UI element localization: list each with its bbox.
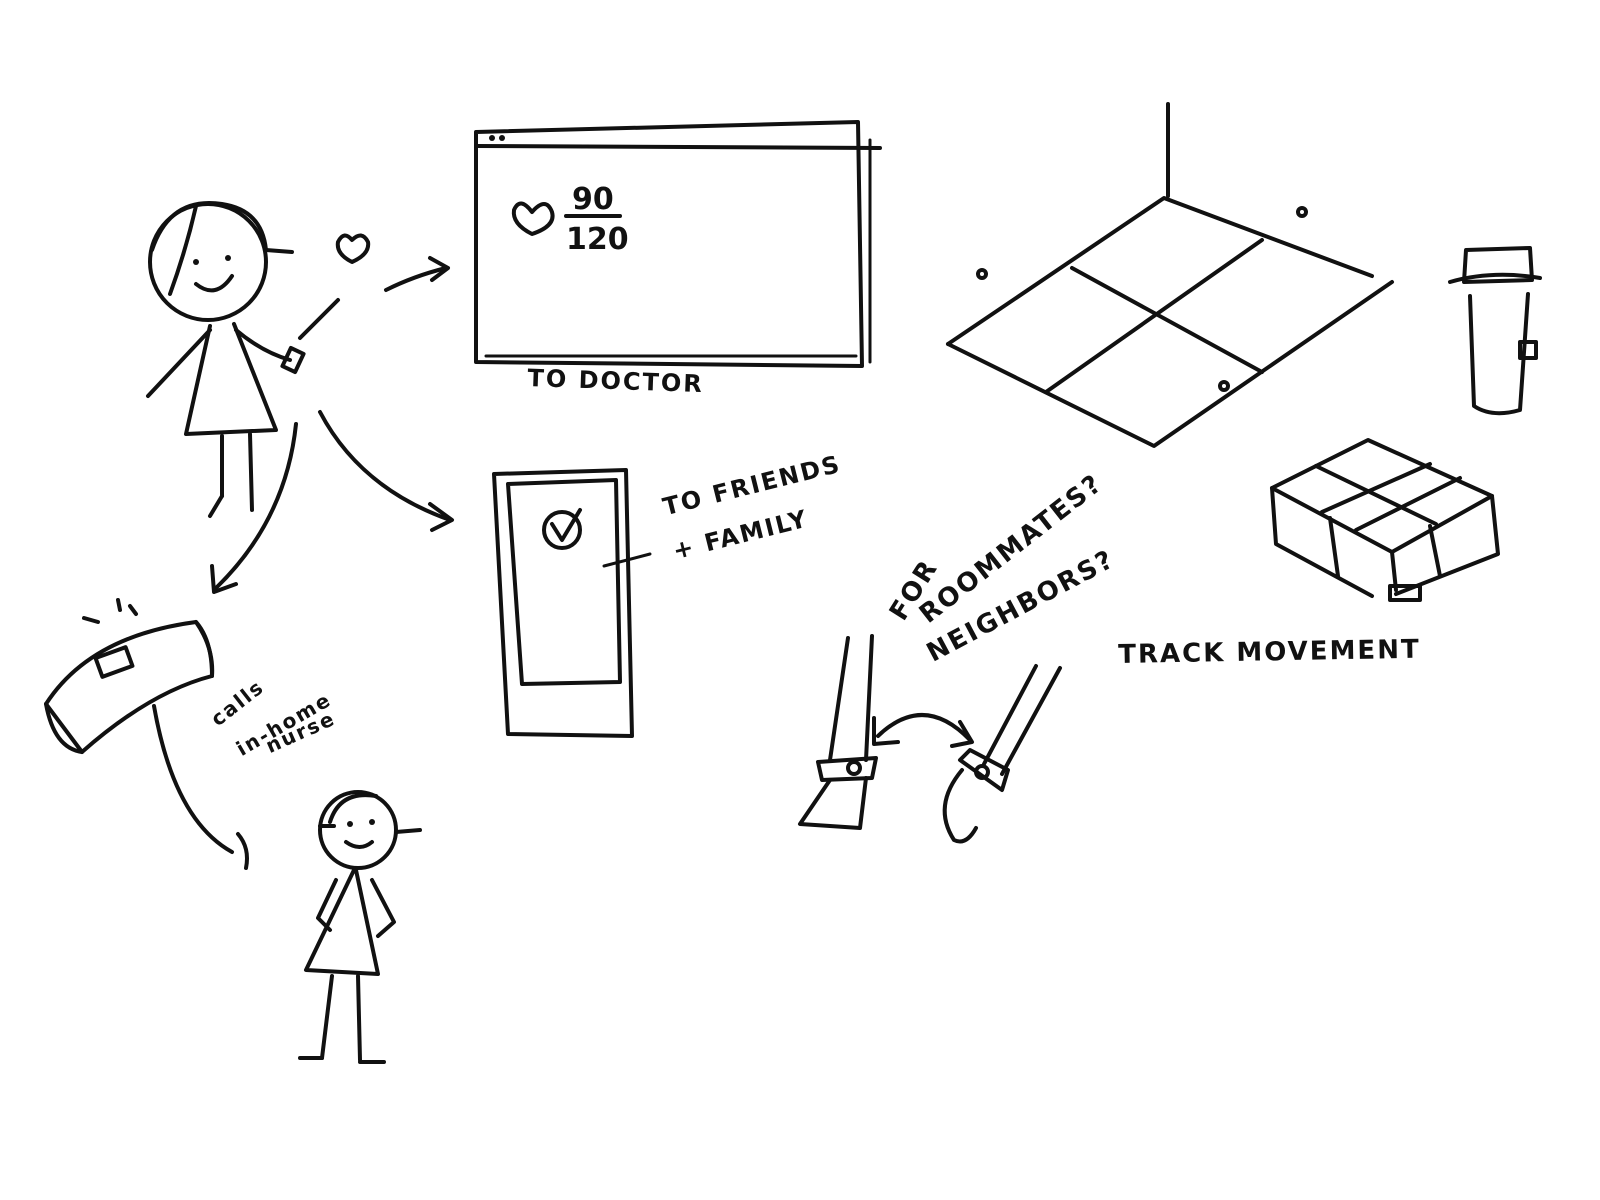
floor-sensor-mat <box>946 102 1394 448</box>
heart-icon <box>335 233 371 264</box>
check-circle-icon <box>542 510 582 550</box>
doctor-screen <box>474 120 882 368</box>
arrow-to-friends <box>318 410 454 532</box>
phone-device <box>492 468 652 738</box>
pressure-numerator: 90 <box>572 182 614 217</box>
pressure-denominator: 120 <box>566 222 629 257</box>
label-track-movement: TRACK MOVEMENT <box>1118 634 1421 670</box>
wristband <box>44 598 215 754</box>
pill-organizer <box>1270 438 1500 602</box>
arrow-to-nurse <box>152 704 249 870</box>
heart-icon <box>511 201 555 236</box>
arrow-to-doctor <box>384 256 450 292</box>
sensor-bin <box>1448 246 1542 416</box>
legs-ankle-sensor <box>798 634 1062 844</box>
woman-figure <box>146 201 340 518</box>
arrow-to-wristband <box>210 422 298 594</box>
nurse-figure <box>298 790 422 1064</box>
double-arrow <box>872 713 974 748</box>
